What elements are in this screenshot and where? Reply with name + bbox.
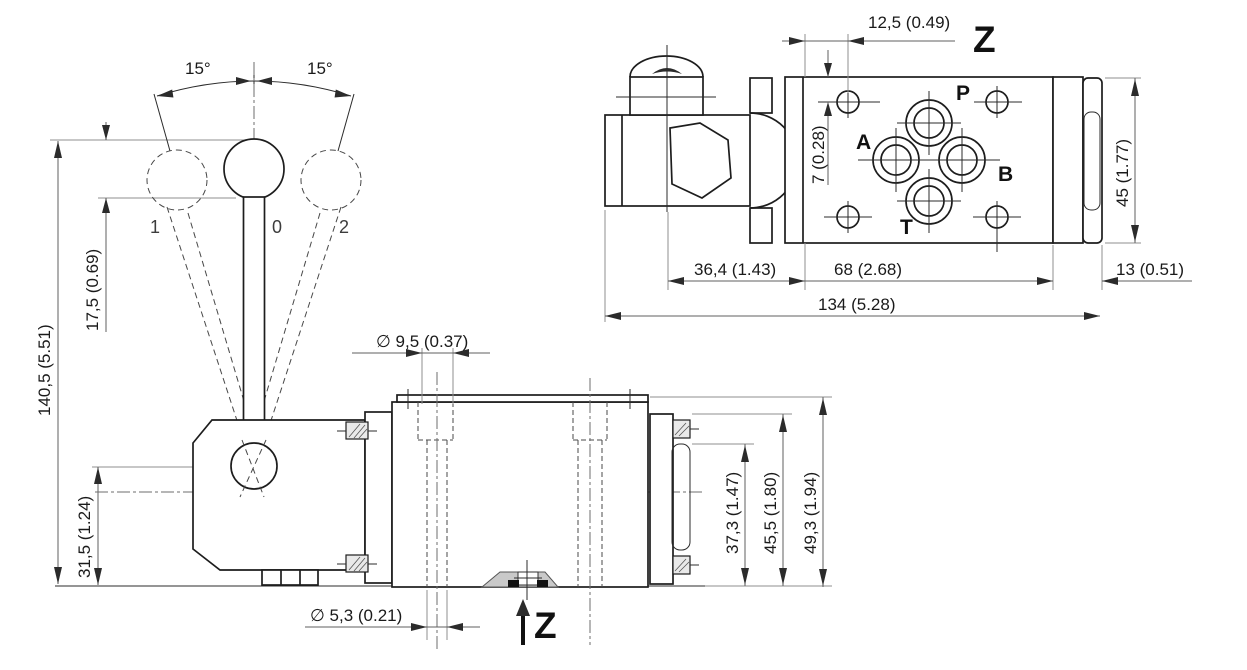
dim-hole-offset: 12,5 (0.49) xyxy=(868,13,950,32)
mech-tab-top xyxy=(749,77,773,114)
dim-bolt-hole-dia: ∅ 5,3 (0.21) xyxy=(310,606,402,625)
bolt-hole-left xyxy=(417,372,454,650)
dim-end-cap: 13 (0.51) xyxy=(1116,260,1184,279)
side-view: ∅ 9,5 (0.37) ∅ 5,3 (0.21) 37,3 (1.47) 45… xyxy=(55,332,832,650)
z-view-title: Z xyxy=(973,19,996,60)
dim-port-span: 68 (2.68) xyxy=(834,260,902,279)
arrow-left-icon xyxy=(157,89,174,98)
lever-housing xyxy=(192,419,366,571)
arrow-up-icon xyxy=(824,102,832,116)
valve-body xyxy=(391,401,649,588)
angle-left-label: 15° xyxy=(185,59,211,78)
port-t-label: T xyxy=(900,216,913,239)
knob-position-1-outline xyxy=(146,149,208,211)
dim-axis-height: 31,5 (1.24) xyxy=(75,496,94,578)
dim-port-offset: 7 (0.28) xyxy=(809,125,828,184)
angle-leg-right xyxy=(337,93,355,152)
port-p xyxy=(897,91,961,155)
lever-knob xyxy=(223,138,285,200)
lever-pos1-edge xyxy=(166,206,247,449)
angle-leg-left xyxy=(153,93,171,152)
arrow-left-icon xyxy=(257,77,272,85)
arrow-left-icon xyxy=(605,312,621,320)
arrow-up-icon xyxy=(741,445,749,462)
z-view: Z xyxy=(604,13,1192,322)
screw-head xyxy=(672,419,699,439)
port-t xyxy=(897,169,961,233)
arrow-up-icon xyxy=(819,398,827,415)
dim-counterbore-dia: ∅ 9,5 (0.37) xyxy=(376,332,468,351)
dim-knob-height: 17,5 (0.69) xyxy=(83,249,102,331)
arrow-up-icon xyxy=(54,141,62,158)
z-arrow-label: Z xyxy=(534,605,557,646)
dim-height-2: 45,5 (1.80) xyxy=(761,472,780,554)
knob-position-2-outline xyxy=(300,149,362,211)
hex-nut xyxy=(669,122,732,199)
port-a-label: A xyxy=(856,131,871,154)
arrow-up-icon xyxy=(102,198,110,213)
housing-foot xyxy=(261,569,319,586)
lever-stem xyxy=(242,196,266,444)
z-view-arrow-icon xyxy=(516,599,530,645)
mounting-hole xyxy=(974,86,1022,118)
end-cap-curve xyxy=(1083,111,1101,211)
arrow-down-icon xyxy=(102,125,110,140)
angle-right-label: 15° xyxy=(307,59,333,78)
position-1-label: 1 xyxy=(150,217,160,237)
arrow-right-icon xyxy=(1084,312,1100,320)
arrow-left-icon xyxy=(1102,277,1118,285)
end-cap-top-view xyxy=(1082,77,1103,244)
arrow-right-icon xyxy=(236,77,251,85)
position-0-label: 0 xyxy=(272,217,282,237)
arrow-left-icon xyxy=(848,37,864,45)
mounting-hole xyxy=(824,201,872,233)
pivot-cross-line xyxy=(239,439,267,498)
front-lever-view: 140,5 (5.51) 17,5 (0.69) 31,5 (1.24) 15°… xyxy=(35,59,362,585)
arrow-right-icon xyxy=(1037,277,1053,285)
dim-height-1: 37,3 (1.47) xyxy=(723,472,742,554)
arrow-down-icon xyxy=(819,569,827,586)
arrow-down-icon xyxy=(1131,225,1139,242)
arrow-left-icon xyxy=(453,349,469,357)
pivot-ball xyxy=(230,442,278,490)
arrow-down-icon xyxy=(779,568,787,585)
arrow-down-icon xyxy=(54,567,62,584)
lever-pos2-edge xyxy=(261,206,342,449)
position-2-label: 2 xyxy=(339,217,349,237)
arrow-down-icon xyxy=(824,63,832,77)
arrow-right-icon xyxy=(411,623,427,631)
arrow-right-icon xyxy=(789,277,805,285)
end-cap xyxy=(649,413,674,585)
arrow-left-icon xyxy=(447,623,463,631)
plate-end-section xyxy=(1052,76,1084,244)
screw-head xyxy=(337,554,377,573)
screw-head xyxy=(672,555,699,575)
dim-lever-offset: 36,4 (1.43) xyxy=(694,260,776,279)
arrow-up-icon xyxy=(1131,79,1139,96)
dim-height-3: 49,3 (1.94) xyxy=(801,472,820,554)
arrow-right-icon xyxy=(789,37,805,45)
mounting-hole xyxy=(973,201,1021,252)
dim-total-length: 134 (5.28) xyxy=(818,295,896,314)
port-b-label: B xyxy=(998,163,1013,186)
arrow-left-icon xyxy=(668,277,684,285)
port-p-label: P xyxy=(956,82,970,105)
arrow-down-icon xyxy=(741,568,749,585)
arrow-right-icon xyxy=(334,89,351,98)
mech-tab-bottom xyxy=(749,207,773,244)
dim-total-height: 140,5 (5.51) xyxy=(35,324,54,416)
bolt-hole-right xyxy=(572,378,608,645)
top-plate xyxy=(396,394,649,403)
end-cap-slot xyxy=(671,443,691,551)
arrow-up-icon xyxy=(779,415,787,432)
screw-head xyxy=(337,421,377,440)
arrow-up-icon xyxy=(94,467,102,484)
locating-pin-pad xyxy=(480,560,560,600)
interface-plate xyxy=(364,411,393,584)
dim-width: 45 (1.77) xyxy=(1113,139,1132,207)
arrow-down-icon xyxy=(94,568,102,585)
arrow-right-icon xyxy=(406,349,422,357)
